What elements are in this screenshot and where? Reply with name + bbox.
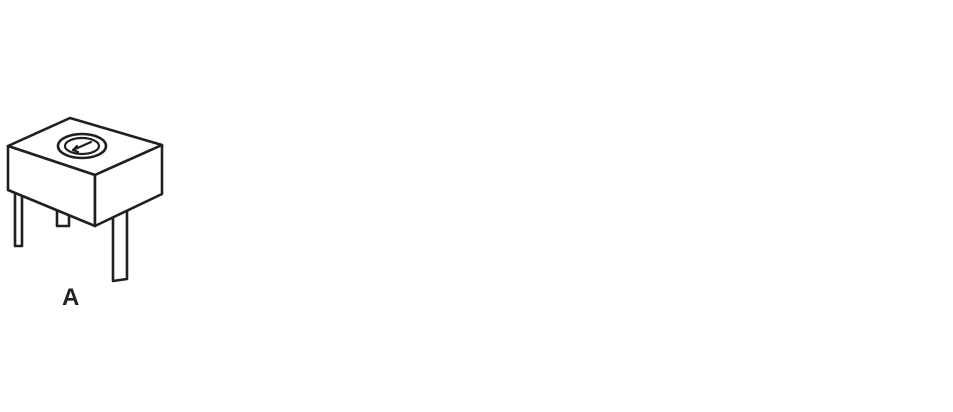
- trimmer-body: [6, 116, 164, 228]
- trimmer-potentiometer: [6, 116, 164, 283]
- trimmer-screw: [56, 132, 108, 160]
- component-label-a: A: [62, 284, 80, 311]
